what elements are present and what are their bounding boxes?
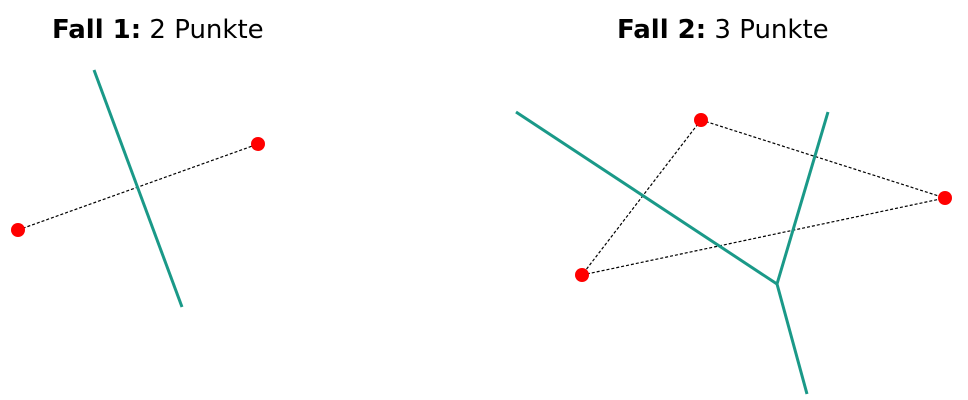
case-2-title-rest: 3 Punkte <box>706 15 829 45</box>
point <box>575 268 589 282</box>
point <box>694 113 708 127</box>
connector-line <box>700 119 946 199</box>
bisector-line <box>775 111 830 285</box>
case-1-title-bold: Fall 1: <box>52 15 142 45</box>
case-1-diagram <box>11 69 265 308</box>
connector-line <box>581 197 946 276</box>
case-1-title-rest: 2 Punkte <box>141 15 264 45</box>
point <box>938 191 952 205</box>
case-2-title: Fall 2: 3 Punkte <box>617 14 829 46</box>
case-2-diagram <box>515 110 952 395</box>
point <box>251 137 265 151</box>
point <box>11 223 25 237</box>
connector-line <box>581 119 702 276</box>
bisector-line <box>92 69 184 308</box>
bisector-line <box>515 110 778 286</box>
case-2-title-bold: Fall 2: <box>617 15 707 45</box>
case-1-title: Fall 1: 2 Punkte <box>52 14 264 46</box>
bisector-line <box>775 283 809 395</box>
